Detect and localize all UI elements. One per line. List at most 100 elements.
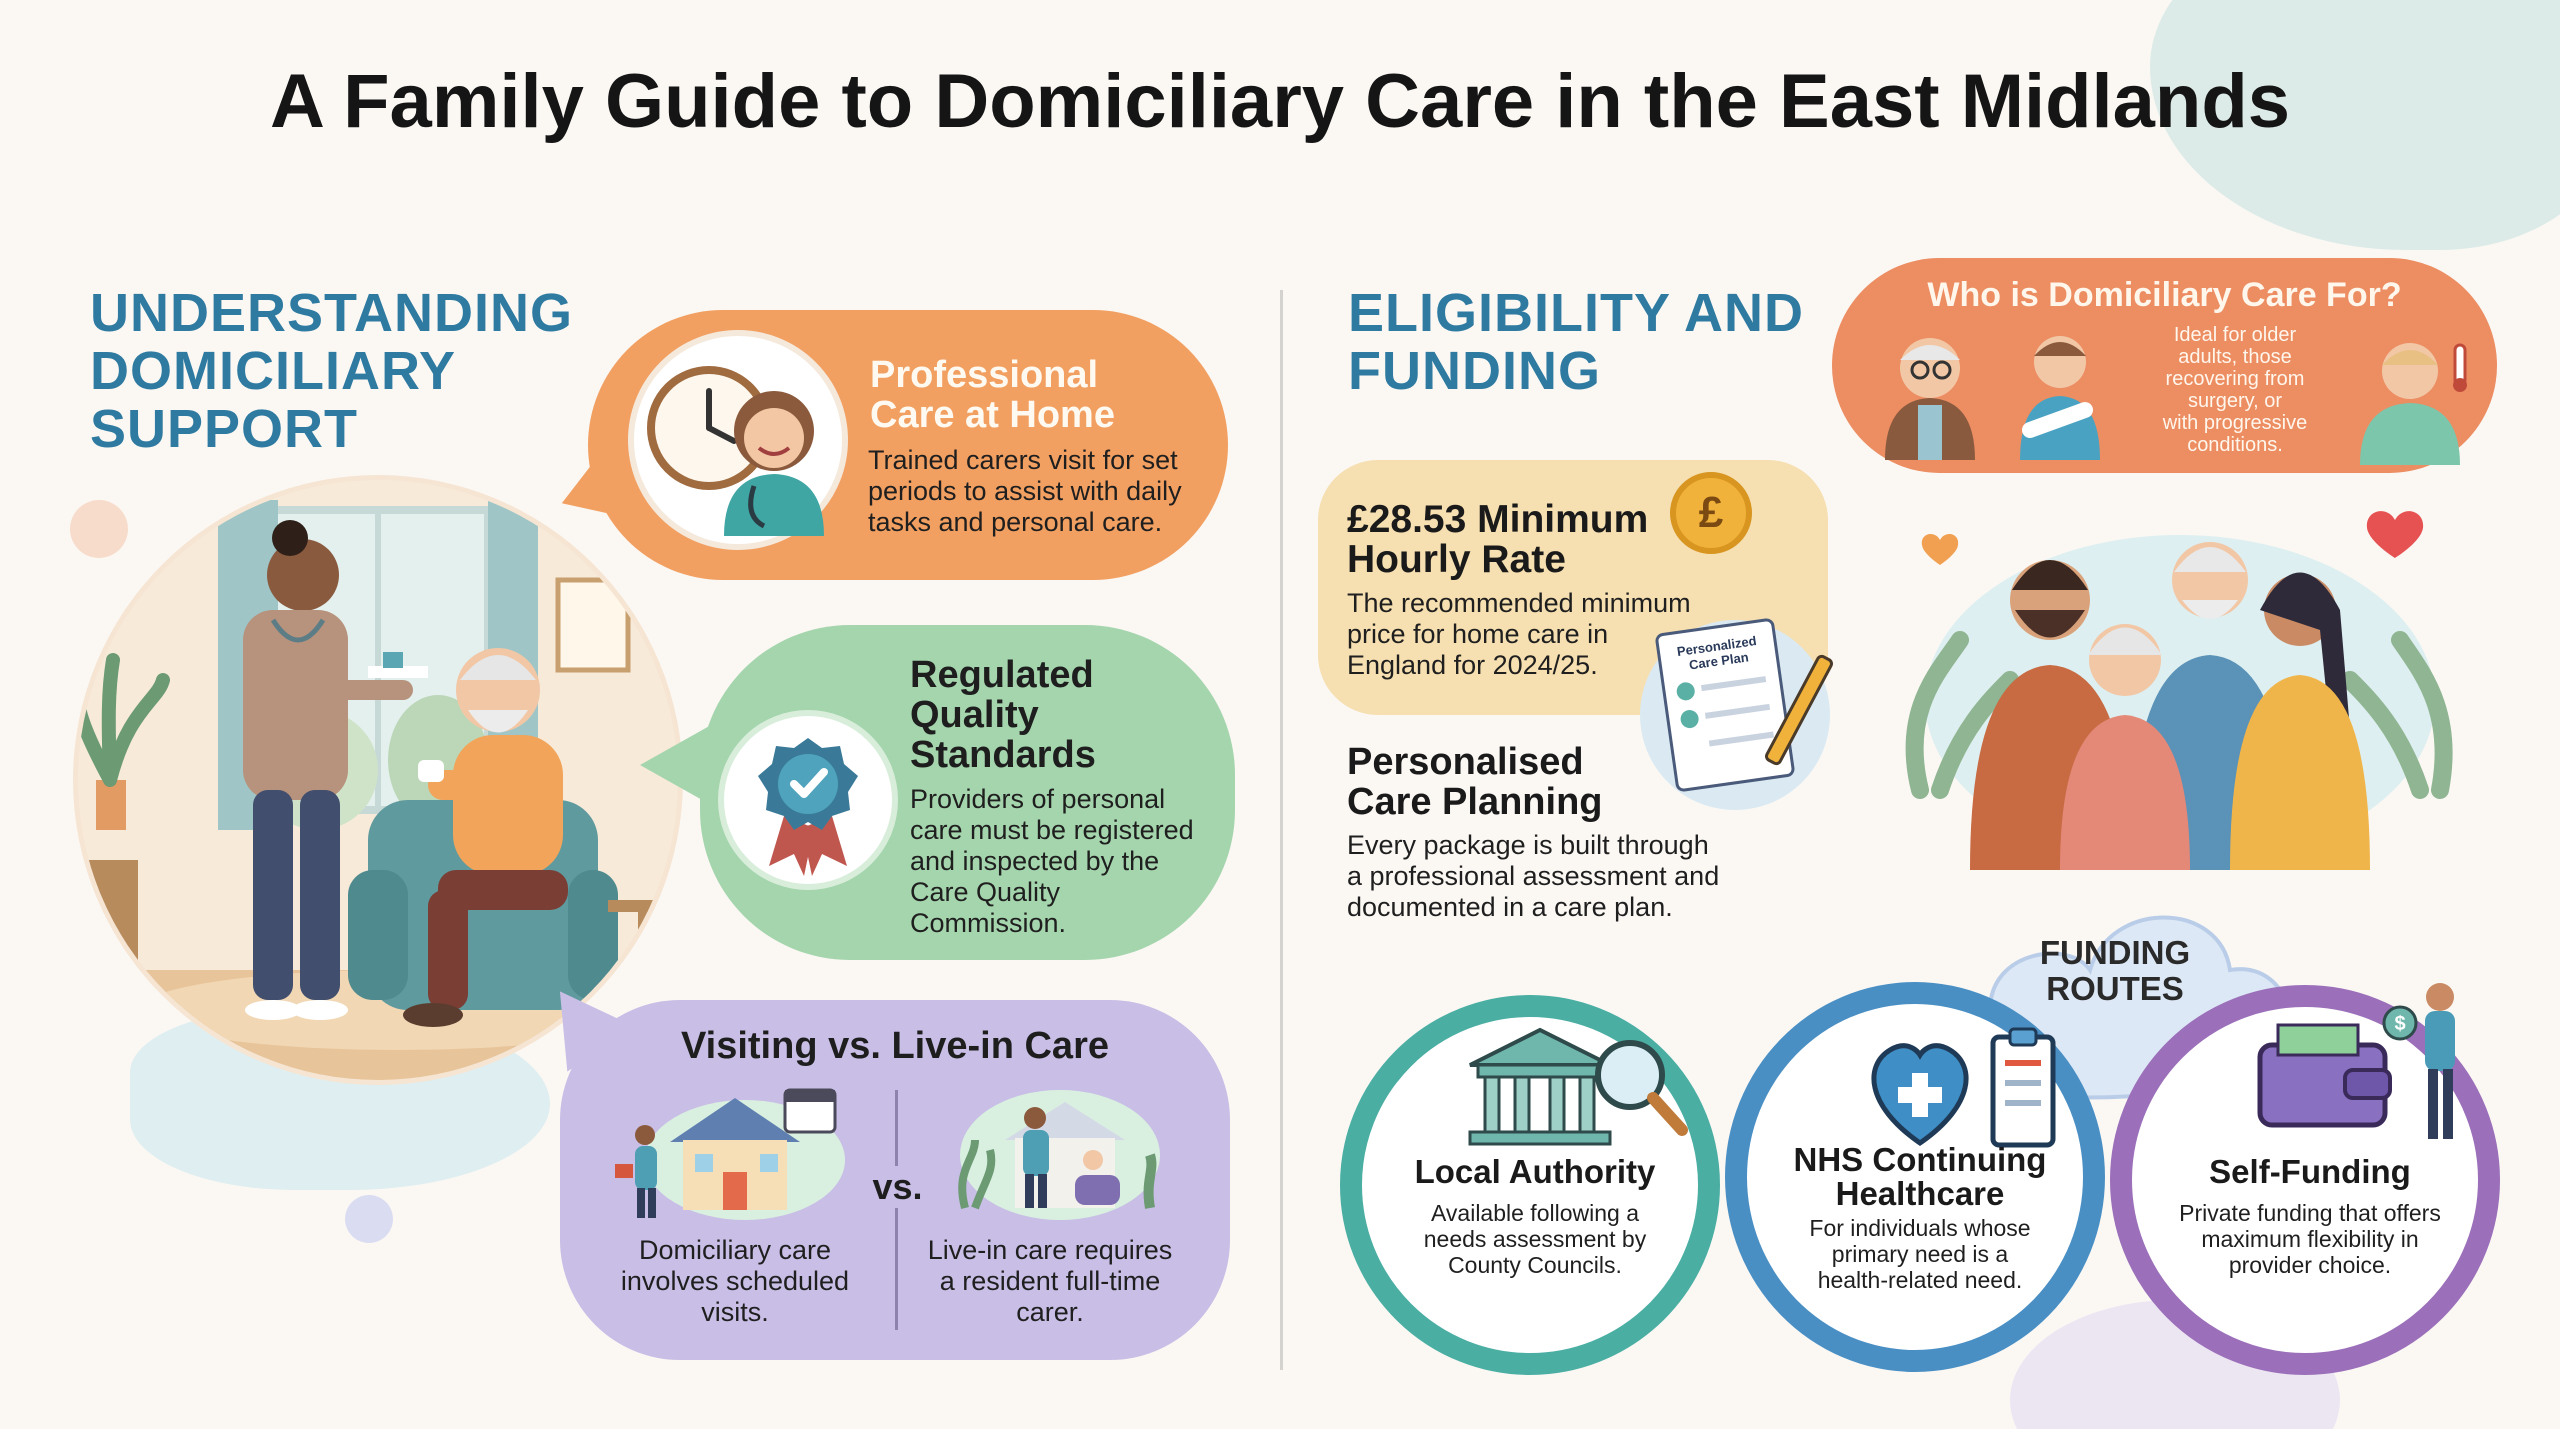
title-line: Quality bbox=[910, 694, 1039, 736]
who-is-care-for-text: Ideal for older adults, those recovering… bbox=[2140, 324, 2330, 456]
bg-dot-left-2 bbox=[345, 1195, 393, 1243]
clock-icon bbox=[647, 366, 824, 536]
title-line: Professional bbox=[870, 354, 1099, 396]
quality-icon-disc bbox=[718, 710, 898, 890]
text-line: Private funding that offers bbox=[2179, 1200, 2441, 1226]
text-line: maximum flexibility in bbox=[2201, 1226, 2419, 1252]
text-line: a professional assessment and bbox=[1347, 861, 1720, 891]
who-is-care-for-title: Who is Domiciliary Care For? bbox=[1927, 276, 2402, 314]
section-divider bbox=[1280, 290, 1283, 1370]
text-line: For individuals whose bbox=[1809, 1215, 2031, 1241]
visiting-title: Visiting vs. Live-in Care bbox=[680, 1025, 1109, 1067]
text-line: recovering from bbox=[2165, 368, 2305, 390]
text-line: Trained carers visit for set bbox=[868, 445, 1178, 475]
svg-text:$: $ bbox=[2394, 1013, 2405, 1035]
family-illustration bbox=[1900, 490, 2460, 870]
heading-line: DOMICILIARY bbox=[90, 341, 456, 401]
label-line: FUNDING bbox=[2039, 934, 2191, 971]
text-line: adults, those bbox=[2178, 346, 2292, 368]
title-line: £28.53 Minimum bbox=[1347, 498, 1649, 541]
vs-label: vs. bbox=[870, 1166, 925, 1208]
text-line: Providers of personal bbox=[910, 784, 1166, 814]
text-line: price for home care in bbox=[1347, 619, 1609, 649]
self-funding-text: Private funding that offers maximum flex… bbox=[2140, 1200, 2480, 1278]
local-authority-title: Local Authority bbox=[1370, 1155, 1700, 1189]
care-planning-title: Personalised Care Planning bbox=[1347, 742, 1603, 822]
hourly-rate-title: £28.53 Minimum Hourly Rate bbox=[1347, 500, 1648, 580]
text-line: primary need is a bbox=[1831, 1241, 2009, 1267]
page-title: A Family Guide to Domiciliary Care in th… bbox=[269, 59, 2291, 144]
text-line: Care Quality bbox=[910, 877, 1061, 907]
professional-care-title: Professional Care at Home bbox=[870, 355, 1115, 435]
clipboard-icon bbox=[1990, 1027, 2056, 1148]
self-funding-icon: $ bbox=[2250, 975, 2480, 1145]
text-line: Ideal for older bbox=[2173, 324, 2297, 346]
text-line: Live-in care requires bbox=[927, 1235, 1173, 1265]
text-line: needs assessment by bbox=[1423, 1226, 1647, 1252]
text-line: Available following a bbox=[1431, 1200, 1639, 1226]
title-line: Healthcare bbox=[1835, 1175, 2005, 1212]
house-icon bbox=[670, 1098, 800, 1210]
title-line: Regulated bbox=[910, 654, 1094, 696]
text-line: tasks and personal care. bbox=[868, 507, 1163, 537]
text-line: Every package is built through bbox=[1347, 830, 1709, 860]
text-line: care must be registered bbox=[910, 815, 1194, 845]
title-line: NHS Continuing bbox=[1793, 1141, 2047, 1178]
title-line: Self-Funding bbox=[2209, 1153, 2411, 1190]
label-line: ROUTES bbox=[2046, 970, 2184, 1007]
funding-routes-label: FUNDING ROUTES bbox=[1990, 935, 2240, 1007]
text-line: surgery, or bbox=[2187, 390, 2283, 412]
eligibility-heading: ELIGIBILITY AND FUNDING bbox=[1348, 284, 1804, 400]
heading-line: ELIGIBILITY AND bbox=[1348, 283, 1805, 343]
title-line: Hourly Rate bbox=[1347, 538, 1566, 581]
text-line: conditions. bbox=[2187, 434, 2283, 456]
text-line: Commission. bbox=[910, 908, 1067, 938]
text-line: Domiciliary care bbox=[638, 1235, 832, 1265]
local-authority-icon bbox=[1460, 1020, 1690, 1150]
magnifier-icon bbox=[1595, 1040, 1688, 1136]
bg-dot-left bbox=[70, 500, 128, 558]
quality-badge-icon bbox=[758, 738, 858, 876]
visiting-right-text: Live-in care requires a resident full-ti… bbox=[915, 1235, 1185, 1328]
livein-house-illustration bbox=[945, 1080, 1175, 1220]
text-line: a resident full-time bbox=[939, 1266, 1161, 1296]
text-line: carer. bbox=[1016, 1297, 1084, 1327]
local-authority-text: Available following a needs assessment b… bbox=[1370, 1200, 1700, 1278]
nurse-icon bbox=[724, 391, 824, 536]
text-line: England for 2024/25. bbox=[1347, 650, 1598, 680]
title-line: Personalised bbox=[1347, 741, 1584, 783]
text-line: County Councils. bbox=[1448, 1252, 1622, 1278]
text-line: The recommended minimum bbox=[1347, 588, 1691, 618]
title-line: Care at Home bbox=[870, 394, 1115, 436]
bubble-tail bbox=[640, 720, 720, 810]
visiting-divider bbox=[895, 1090, 898, 1330]
title-line: Standards bbox=[910, 734, 1096, 776]
text-line: and inspected by the bbox=[910, 846, 1160, 876]
pound-coin-icon: £ bbox=[1670, 472, 1752, 554]
government-building-icon bbox=[1468, 1027, 1612, 1146]
regulated-quality-text: Providers of personal care must be regis… bbox=[910, 784, 1194, 939]
carer-scene-illustration bbox=[68, 470, 688, 1090]
professional-icon-disc bbox=[628, 330, 848, 550]
heading-line: SUPPORT bbox=[90, 399, 359, 459]
text-line: provider choice. bbox=[2228, 1252, 2392, 1278]
title-line: Care Planning bbox=[1347, 781, 1603, 823]
visiting-house-illustration bbox=[615, 1080, 845, 1220]
heading-line: FUNDING bbox=[1348, 341, 1601, 401]
text-line: documented in a care plan. bbox=[1347, 892, 1673, 922]
regulated-quality-title: Regulated Quality Standards bbox=[910, 655, 1096, 775]
person-icon: $ bbox=[2382, 983, 2455, 1139]
nhs-icon bbox=[1865, 1025, 2065, 1150]
care-planning-text: Every package is built through a profess… bbox=[1347, 830, 1719, 923]
self-funding-title: Self-Funding bbox=[2140, 1155, 2480, 1189]
text-line: visits. bbox=[701, 1297, 769, 1327]
visiting-left-text: Domiciliary care involves scheduled visi… bbox=[600, 1235, 870, 1328]
title-line: Local Authority bbox=[1414, 1153, 1656, 1190]
care-plan-icon: Personalized Care Plan bbox=[1654, 617, 1796, 793]
who-patient-illustration bbox=[2340, 325, 2480, 465]
who-people-illustration bbox=[1870, 320, 2130, 460]
nhs-continuing-healthcare-text: For individuals whose primary need is a … bbox=[1755, 1215, 2085, 1293]
professional-care-text: Trained carers visit for set periods to … bbox=[868, 445, 1182, 538]
text-line: periods to assist with daily bbox=[868, 476, 1182, 506]
calendar-icon bbox=[783, 1088, 837, 1134]
